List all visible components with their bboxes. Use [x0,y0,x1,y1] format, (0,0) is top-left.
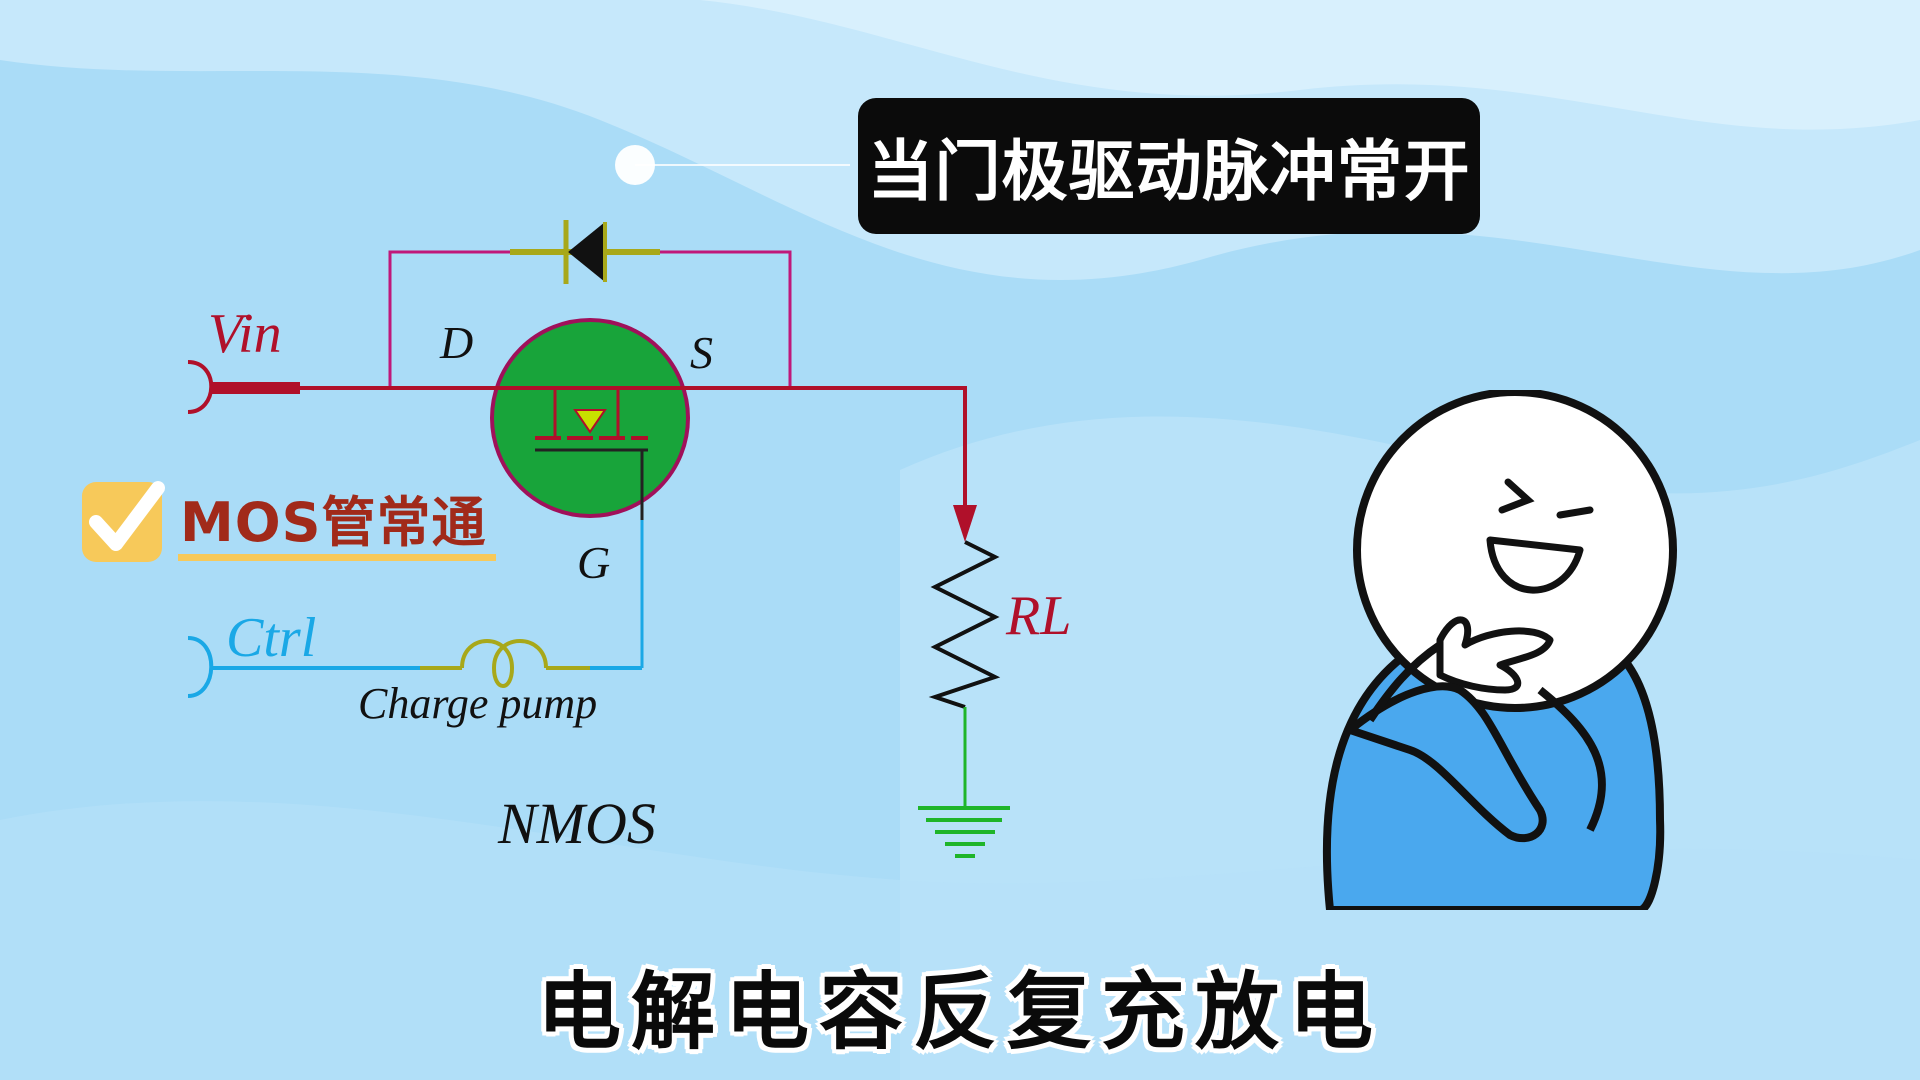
load-label: RL [1006,585,1072,647]
gate-label: G [577,537,611,588]
mosfet-symbol [455,318,725,520]
top-caption: 当门极驱动脉冲常开 [858,98,1480,234]
power-line [300,386,977,542]
source-label: S [690,327,713,378]
charge-pump-label: Charge pump [358,679,598,728]
nmos-label: NMOS [498,791,656,856]
check-icon [82,481,165,562]
charge-pump-inductor [420,639,590,688]
laughing-stick-figure-icon [1322,390,1677,910]
ground-symbol [918,707,1010,858]
drain-label: D [440,317,474,368]
load-resistor [928,540,1001,709]
vin-label: Vin [208,303,282,365]
mos-status-label: MOS管常通 [180,491,487,554]
body-diode [510,220,660,284]
mos-label-underline [178,554,496,561]
vin-terminal [187,360,300,414]
top-caption-text: 当门极驱动脉冲常开 [867,133,1471,210]
caption-pointer [615,145,850,185]
control-line [187,520,644,698]
subtitle: 电解电容反复充放电 [536,963,1383,1061]
ctrl-label: Ctrl [226,607,317,669]
